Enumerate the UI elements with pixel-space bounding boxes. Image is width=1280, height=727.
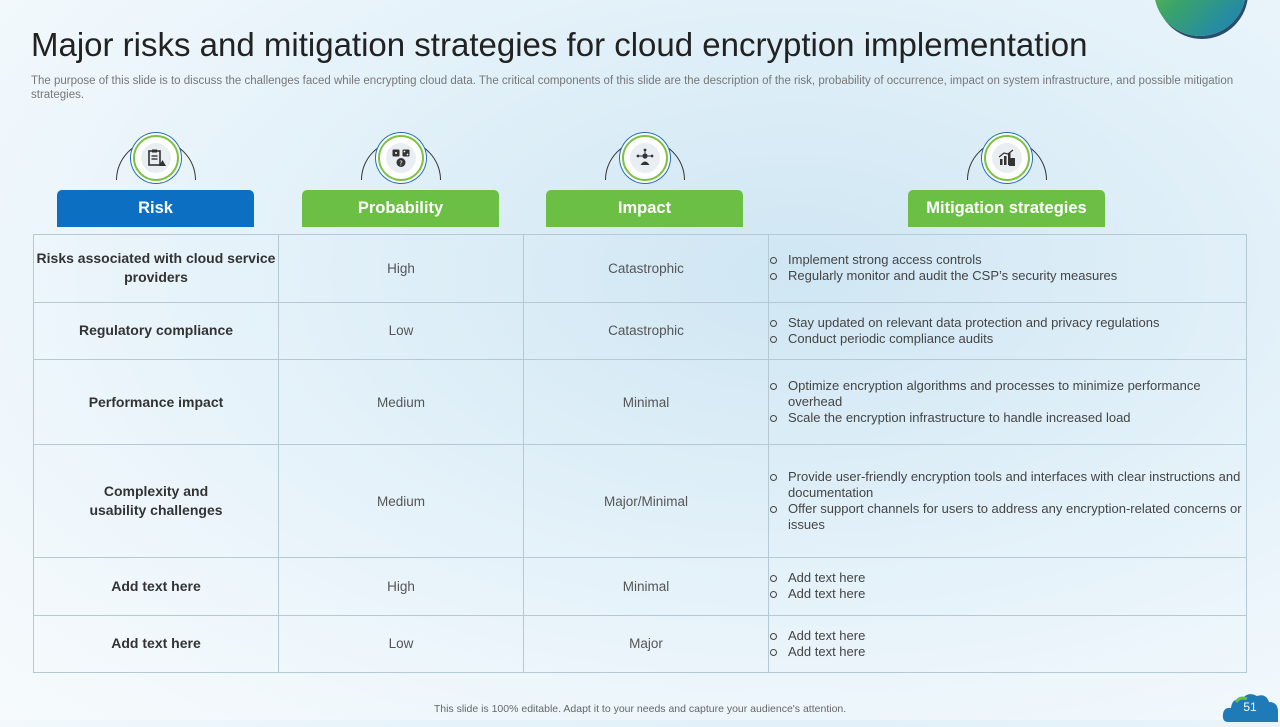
dice-icon: ? [378, 135, 424, 181]
table-row: Risks associated with cloud service prov… [33, 234, 1247, 303]
svg-text:?: ? [399, 160, 403, 168]
mitigation-cell: Stay updated on relevant data protection… [768, 301, 1247, 361]
growth-hand-icon [984, 135, 1030, 181]
probability-cell: High [278, 234, 524, 303]
probability-column-header: Probability [302, 190, 499, 227]
mitigation-list: Optimize encryption algorithms and proce… [769, 378, 1246, 426]
impact-cell: Minimal [523, 359, 769, 446]
mitigation-list: Add text here Add text here [769, 628, 1246, 660]
corner-globe-decoration [1154, 0, 1246, 36]
impact-column-header: Impact [546, 190, 743, 227]
mitigation-item: Conduct periodic compliance audits [769, 331, 1246, 347]
probability-cell: Medium [278, 444, 524, 559]
mitigation-cell: Optimize encryption algorithms and proce… [768, 359, 1247, 446]
risk-cell: Add text here [33, 557, 279, 616]
mitigation-cell: Implement strong access controls Regular… [768, 234, 1247, 303]
mitigation-cell: Add text here Add text here [768, 557, 1247, 616]
mitigation-item: Add text here [769, 586, 1246, 602]
risk-table: Risks associated with cloud service prov… [33, 234, 1247, 674]
mitigation-cell: Add text here Add text here [768, 614, 1247, 674]
mitigation-item: Offer support channels for users to addr… [769, 501, 1246, 533]
mitigation-list: Implement strong access controls Regular… [769, 252, 1246, 284]
impact-cell: Major/Minimal [523, 444, 769, 559]
mitigation-column-header: Mitigation strategies [908, 190, 1105, 227]
mitigation-item: Add text here [769, 628, 1246, 644]
slide-footer: This slide is 100% editable. Adapt it to… [433, 703, 847, 715]
risk-cell: Complexity and usability challenges [33, 444, 279, 559]
impact-cell: Catastrophic [523, 234, 769, 303]
page-number-badge: 51 [1222, 690, 1278, 722]
mitigation-item: Add text here [769, 644, 1246, 660]
risk-cell: Add text here [33, 614, 279, 674]
probability-cell: Low [278, 614, 524, 674]
risk-cell: Performance impact [33, 359, 279, 446]
slide-title: Major risks and mitigation strategies fo… [31, 26, 1088, 63]
impact-cell: Major [523, 614, 769, 674]
slide-subtitle: The purpose of this slide is to discuss … [31, 75, 1234, 101]
cloud-icon [1222, 694, 1278, 722]
table-row: Add text here High Minimal Add text here… [33, 557, 1247, 616]
mitigation-item: Scale the encryption infrastructure to h… [769, 410, 1246, 426]
mitigation-item: Stay updated on relevant data protection… [769, 315, 1246, 331]
mitigation-cell: Provide user-friendly encryption tools a… [768, 444, 1247, 559]
mitigation-list: Stay updated on relevant data protection… [769, 315, 1246, 347]
mitigation-list: Add text here Add text here [769, 570, 1246, 602]
table-row: Regulatory compliance Low Catastrophic S… [33, 301, 1247, 361]
risk-column-header: Risk [57, 190, 254, 227]
mitigation-item: Optimize encryption algorithms and proce… [769, 378, 1246, 410]
probability-cell: Low [278, 301, 524, 361]
risk-cell: Regulatory compliance [33, 301, 279, 361]
impact-cell: Minimal [523, 557, 769, 616]
table-row: Complexity and usability challenges Medi… [33, 444, 1247, 559]
table-row: Performance impact Medium Minimal Optimi… [33, 359, 1247, 446]
mitigation-list: Provide user-friendly encryption tools a… [769, 469, 1246, 533]
mitigation-item: Provide user-friendly encryption tools a… [769, 469, 1246, 501]
probability-cell: Medium [278, 359, 524, 446]
impact-cell: Catastrophic [523, 301, 769, 361]
network-person-icon [622, 135, 668, 181]
page-number: 51 [1243, 700, 1257, 714]
risk-cell: Risks associated with cloud service prov… [33, 234, 279, 303]
clipboard-icon [133, 135, 179, 181]
mitigation-item: Add text here [769, 570, 1246, 586]
probability-cell: High [278, 557, 524, 616]
table-row: Add text here Low Major Add text here Ad… [33, 614, 1247, 674]
mitigation-item: Implement strong access controls [769, 252, 1246, 268]
mitigation-item: Regularly monitor and audit the CSP’s se… [769, 268, 1246, 284]
